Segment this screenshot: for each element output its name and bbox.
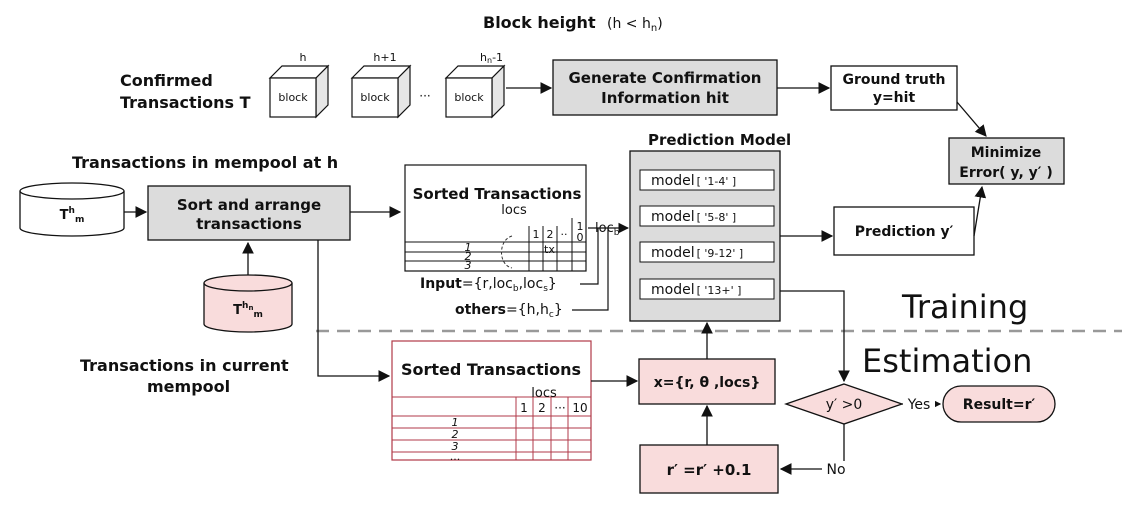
- feature-x-box: [638, 358, 776, 405]
- prediction-label: Prediction y′: [855, 224, 954, 240]
- sort-line2: transactions: [196, 215, 302, 233]
- sorted1-locs: locs: [501, 203, 527, 218]
- cylinder-mempool-h: [19, 182, 125, 237]
- connector-others: [572, 228, 609, 311]
- connector-input: [580, 228, 599, 285]
- sorted1-row-1: 1: [465, 241, 472, 254]
- block-label-hn-minus-1: hn-1: [480, 51, 503, 65]
- no-label-bg: [822, 461, 852, 477]
- sorted-transactions-table-estimation: [391, 340, 592, 461]
- sorted2-col-10: 10: [572, 401, 587, 415]
- sorted2-title: Sorted Transactions: [401, 360, 581, 379]
- current-mempool-line2: mempool: [147, 377, 230, 396]
- decision-label: y′ >0: [826, 397, 863, 413]
- current-mempool-line1: Transactions in current: [80, 356, 289, 375]
- yes-label-bg: [903, 396, 935, 412]
- cylinder-bottom-label: Thnm: [233, 301, 263, 320]
- ground-truth-box: [830, 65, 958, 111]
- sorted2-row-2: 2: [452, 428, 459, 441]
- others-label: others={h,hc}: [455, 302, 563, 320]
- sorted1-locb: locb: [595, 221, 620, 238]
- sorted1-col-10a: 1: [577, 220, 584, 233]
- minimize-line1: Minimize: [971, 145, 1042, 161]
- result-box: [942, 385, 1056, 423]
- title-condition: (h < hn): [607, 16, 663, 34]
- sorted1-col-dots: ··: [561, 228, 568, 241]
- sorted2-col-1: 1: [520, 401, 528, 415]
- block-label-h-plus-1: h+1: [373, 51, 396, 64]
- model-row-5-8: model[ '5-8' ]: [639, 205, 775, 227]
- r-update-box: [639, 444, 779, 494]
- model-row-1-4: model[ '1-4' ]: [639, 169, 775, 191]
- estimation-label: Estimation: [862, 342, 1032, 380]
- arrow-groundtruth-to-minimize: [956, 101, 987, 137]
- ground-truth-line2: y=hit: [873, 90, 916, 106]
- block-cube-h-plus-1: block: [350, 64, 412, 119]
- svg-text:model[ '5-8' ]: model[ '5-8' ]: [651, 209, 736, 225]
- sorted2-locs: locs: [531, 386, 557, 401]
- generate-line2: Information hit: [601, 89, 729, 107]
- arrow-model-to-decision: [780, 290, 850, 383]
- sorted2-row-dots: ···: [450, 453, 461, 466]
- sorted2-col-dots: ···: [554, 401, 565, 415]
- block-text: block: [360, 91, 390, 104]
- block-cube-h: block: [268, 64, 330, 119]
- sorted2-row-3: 3: [452, 440, 459, 453]
- training-label: Training: [901, 288, 1028, 326]
- ground-truth-line1: Ground truth: [842, 72, 945, 88]
- sorted1-col-1: 1: [533, 228, 540, 241]
- sorted2-row-1: 1: [452, 416, 459, 429]
- block-text: block: [454, 91, 484, 104]
- feature-x-label: x={r, θ ,locs}: [654, 375, 761, 391]
- sorted2-col-2: 2: [538, 401, 546, 415]
- confirmed-label-line2: Transactions T: [120, 93, 251, 112]
- sort-box: [147, 185, 351, 241]
- confirmed-label-line1: Confirmed: [120, 71, 213, 90]
- block-label-h: h: [300, 51, 307, 64]
- sorted1-row-3: 3: [465, 259, 472, 272]
- minimize-line2: Error( y, y′ ): [959, 165, 1053, 181]
- cylinder-mempool-hn: [203, 274, 293, 333]
- sorted1-row-2: 2: [465, 250, 472, 263]
- prediction-box: [833, 206, 975, 256]
- arrow-sort-to-current-sorted: [317, 240, 391, 382]
- minimize-error-box: [948, 137, 1065, 185]
- block-cube-hn-minus-1: block: [444, 64, 506, 119]
- svg-text:model[ '13+' ]: model[ '13+' ]: [651, 282, 741, 298]
- input-label: Input={r,locb,locs}: [420, 276, 557, 294]
- sorted1-tx: tx: [544, 243, 555, 256]
- cylinder-top-label: Thm: [60, 206, 85, 225]
- decision-no-label: No: [826, 462, 845, 478]
- arrow-prediction-to-minimize: [973, 185, 987, 237]
- sorted1-col-2: 2: [547, 228, 554, 241]
- block-text: block: [278, 91, 308, 104]
- sorted-transactions-table-training: [404, 164, 587, 272]
- decision-yes-label: Yes: [907, 397, 931, 413]
- prediction-model-title: Prediction Model: [648, 131, 791, 149]
- sort-line1: Sort and arrange: [177, 196, 321, 214]
- model-row-13-plus: model[ '13+' ]: [639, 278, 775, 300]
- blocks-ellipsis: ···: [419, 89, 430, 103]
- sorted1-col-10b: 0: [577, 231, 584, 244]
- title-block-height: Block height: [483, 13, 596, 32]
- result-label: Result=r′: [963, 397, 1036, 413]
- svg-text:model[ '9-12' ]: model[ '9-12' ]: [651, 245, 743, 261]
- r-update-label: r′ =r′ +0.1: [667, 461, 752, 479]
- sorted1-title: Sorted Transactions: [413, 185, 582, 203]
- mempool-h-title: Transactions in mempool at h: [72, 153, 338, 172]
- generate-line1: Generate Confirmation: [569, 69, 762, 87]
- model-row-9-12: model[ '9-12' ]: [639, 241, 775, 263]
- svg-text:model[ '1-4' ]: model[ '1-4' ]: [651, 173, 736, 189]
